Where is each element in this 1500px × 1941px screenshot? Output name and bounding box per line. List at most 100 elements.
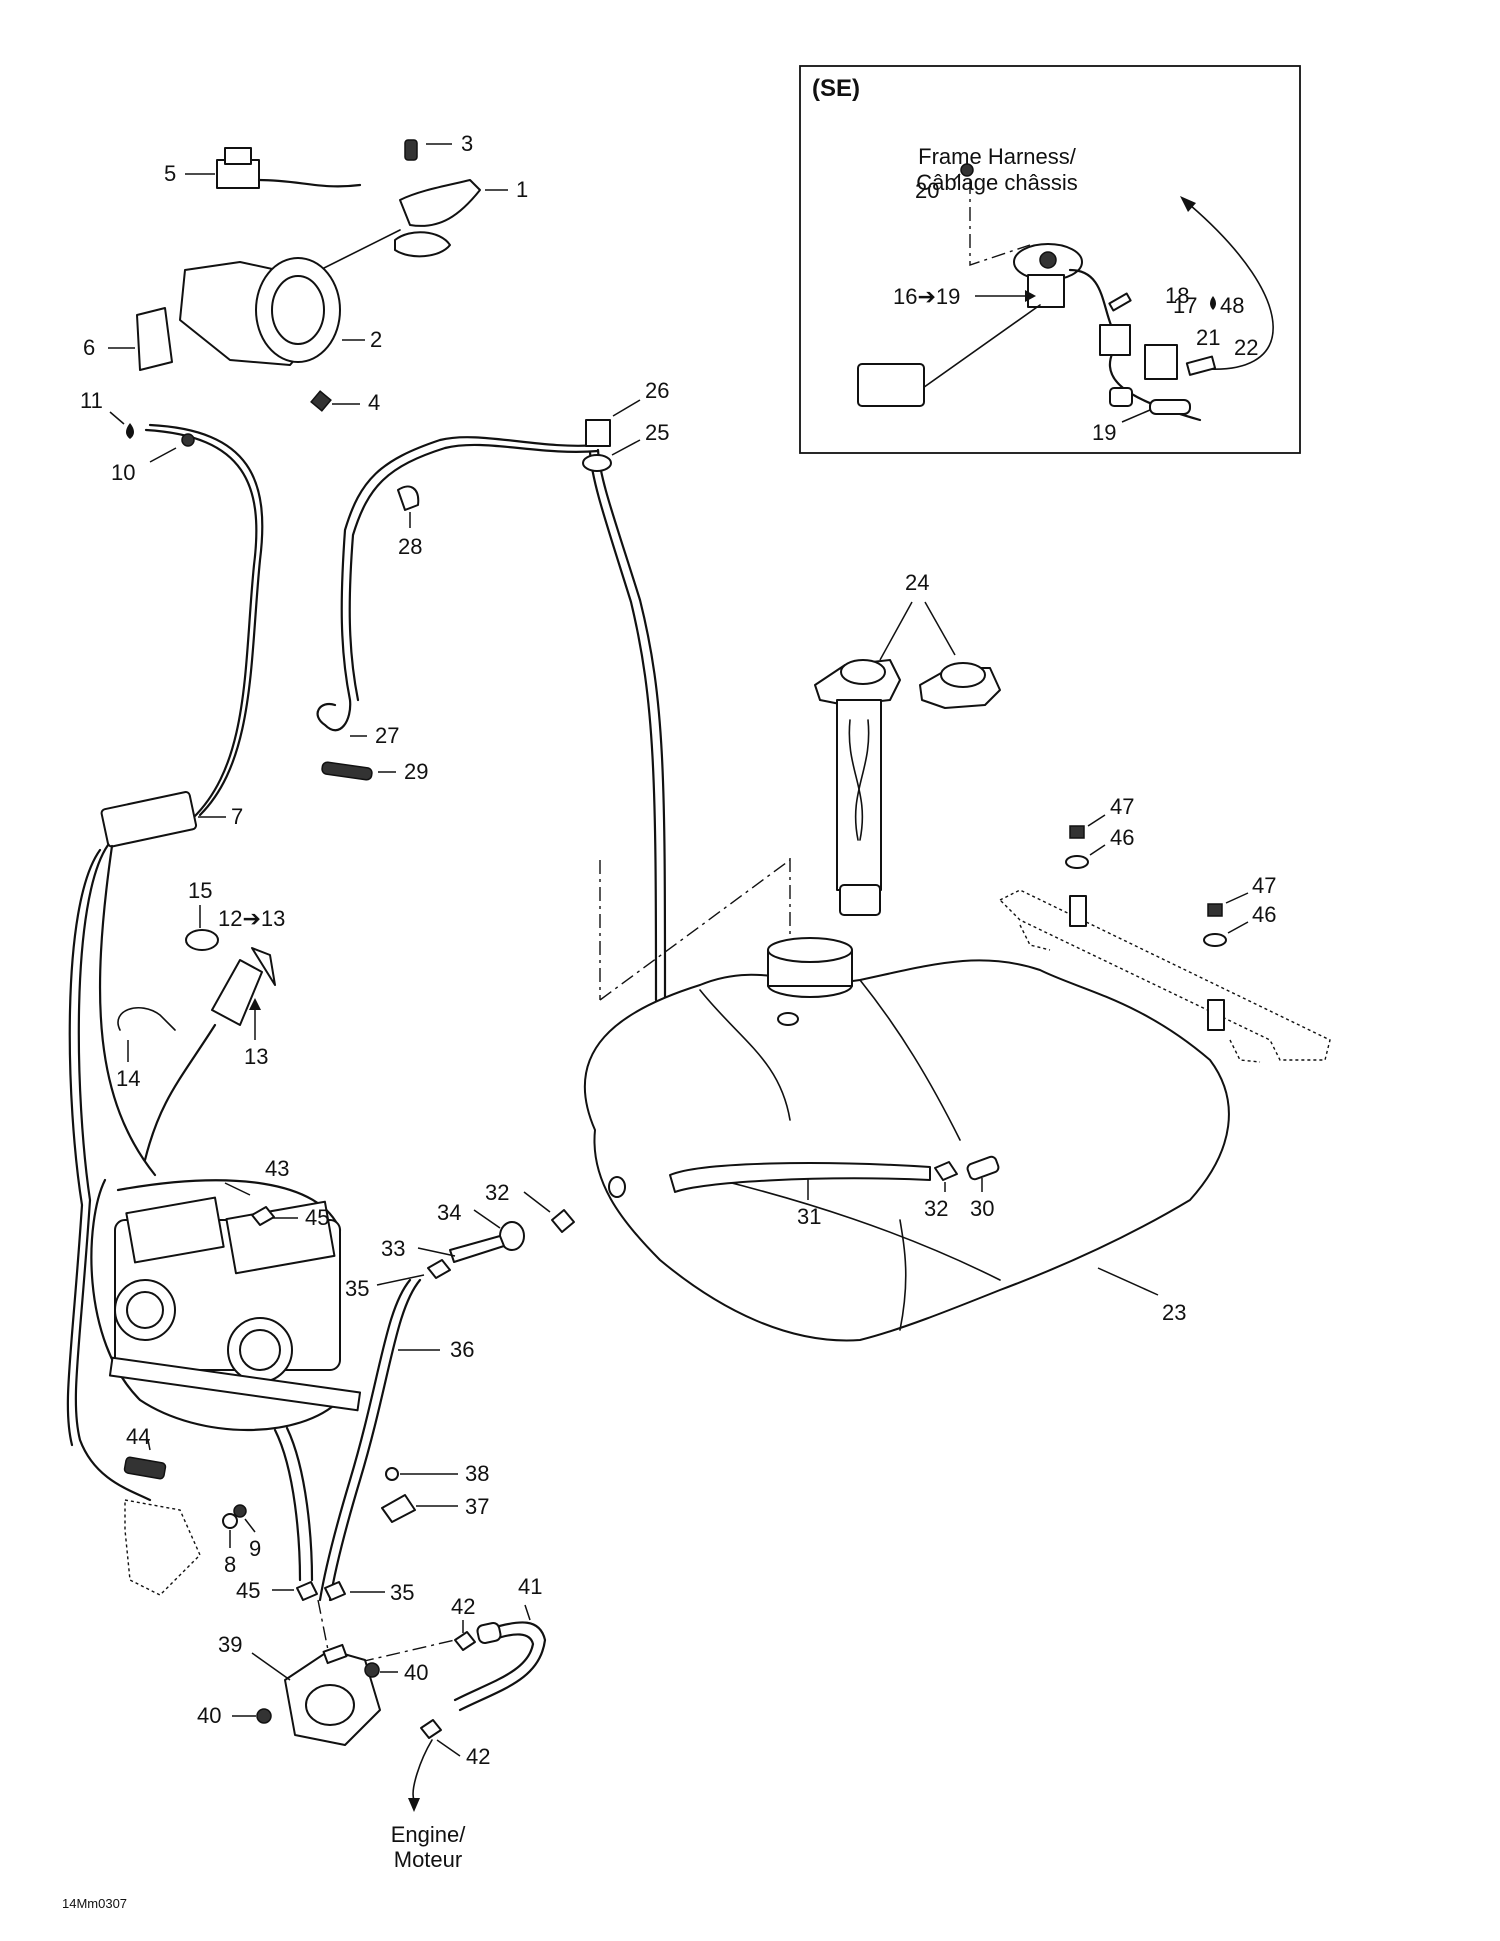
part-43-label: 43 [265, 1156, 289, 1181]
part-42-label-bottom: 42 [466, 1744, 490, 1769]
part-47-label-right: 47 [1252, 873, 1276, 898]
part-45-clamp-bottom [296, 1581, 318, 1601]
part-27-label: 27 [375, 723, 399, 748]
inset-centerline [969, 180, 1031, 266]
frame-harness-label-fr: Câblage châssis [916, 170, 1077, 195]
carburetor-assembly: 43 45 [90, 1156, 362, 1432]
part-33-label: 33 [381, 1236, 405, 1261]
part-19-grommet [1109, 387, 1133, 407]
fuel-cap-group: 24 [814, 570, 1001, 916]
bracket-group: 47 46 47 46 [998, 794, 1331, 1063]
part-35-clamp-top [427, 1259, 451, 1279]
part-26-fitting [585, 419, 611, 447]
part-21-connector [1144, 344, 1178, 380]
part-27-vent-tube [316, 436, 600, 732]
part-32-label-tank: 32 [924, 1196, 948, 1221]
engine-arrow-icon [408, 1798, 420, 1812]
part-4-screw [310, 390, 332, 412]
fuel-tank-group: 31 32 30 23 [583, 858, 1230, 1342]
fuel-sender-float [857, 363, 925, 407]
se-inset: (SE) Frame Harness/ Câblage châssis 20 1… [799, 65, 1301, 454]
part-38-washer [385, 1467, 399, 1481]
part-32-clamp-tank [934, 1161, 958, 1181]
part-33-fitting [449, 1235, 505, 1263]
part-48-label: 48 [1220, 293, 1244, 318]
part-20-nut [960, 163, 974, 177]
drawing-code: 14Mm0307 [62, 1896, 127, 1911]
part-35-label-top: 35 [345, 1276, 369, 1301]
part-6-label: 6 [83, 335, 95, 360]
pump-group: 44 8 9 [123, 1424, 314, 1596]
part-1-label: 1 [516, 177, 528, 202]
part-24-label: 24 [905, 570, 929, 595]
part-35-label-bottom: 35 [390, 1580, 414, 1605]
part-45-clamp [251, 1206, 275, 1226]
part-42-label-top: 42 [451, 1594, 475, 1619]
part-40-label-right: 40 [404, 1660, 428, 1685]
part-40-bolt-right [364, 1662, 380, 1678]
part-23-label: 23 [1162, 1300, 1186, 1325]
part-13-switch [211, 959, 263, 1026]
part-31-pickup-tube [669, 1162, 931, 1193]
part-15-label: 15 [188, 878, 212, 903]
part-34-label: 34 [437, 1200, 461, 1225]
part-11-drop-icon [126, 423, 134, 439]
part-32-clamp [551, 1209, 575, 1233]
fuel-gauge-tube [836, 699, 882, 891]
part-48-drop-icon [1210, 296, 1216, 310]
part-3-label: 3 [461, 131, 473, 156]
engine-label-fr: Moteur [394, 1847, 462, 1872]
part-7-junction-block [100, 791, 198, 848]
part-3-screw [404, 139, 418, 161]
part-41-label: 41 [518, 1574, 542, 1599]
inset-frame [799, 65, 1301, 454]
part-9-nut [233, 1504, 247, 1518]
part-25-grommet [582, 454, 612, 472]
part-22-terminal [1185, 355, 1217, 376]
frame-harness-label-en: Frame Harness/ [918, 144, 1077, 169]
part-45-label-top: 45 [305, 1205, 329, 1230]
sensor-group: 15 12➔13 13 14 [116, 878, 285, 1162]
part-5-label: 5 [164, 161, 176, 186]
part-25-label: 25 [645, 420, 669, 445]
throttle-cable: 11 10 7 [66, 388, 264, 1502]
part-37-label: 37 [465, 1494, 489, 1519]
part-36-label: 36 [450, 1337, 474, 1362]
part-9-label: 9 [249, 1536, 261, 1561]
part-39-label: 39 [218, 1632, 242, 1657]
part-47-label-left: 47 [1110, 794, 1134, 819]
part-2-label: 2 [370, 327, 382, 352]
fuel-line-group: 32 34 33 35 36 38 37 45 35 [236, 1180, 575, 1605]
part-47-nut-left [1069, 825, 1085, 839]
part-1-throttle-lever [399, 179, 481, 227]
part-6-cover [136, 307, 173, 371]
part-47-nut-right [1207, 903, 1223, 917]
part-46-label-right: 46 [1252, 902, 1276, 927]
part-12-13-label: 12➔13 [218, 906, 285, 931]
throttle-assembly: 5 3 1 2 4 6 [83, 131, 528, 415]
part-35-clamp-bottom [324, 1581, 346, 1601]
harness-arrow [1189, 204, 1274, 370]
part-11-label: 11 [80, 388, 103, 413]
fuel-pump-group: 39 40 40 42 41 42 Engine/ Moteur [197, 1574, 547, 1872]
part-28-label: 28 [398, 534, 422, 559]
part-46-washer-right [1203, 933, 1227, 947]
part-42-clamp-top [454, 1631, 476, 1651]
part-13-label: 13 [244, 1044, 268, 1069]
part-17-label: 17 [1173, 293, 1197, 318]
part-14-label: 14 [116, 1066, 140, 1091]
part-30-fitting [966, 1155, 1000, 1181]
part-44-label: 44 [126, 1424, 150, 1449]
part-46-washer-left [1065, 855, 1089, 869]
part-29-spring [321, 761, 373, 781]
part-44-spring [123, 1456, 167, 1480]
part-37-clip [381, 1494, 416, 1523]
part-23-fuel-tank [583, 959, 1230, 1342]
vent-tube-group: 26 25 28 27 29 [316, 378, 669, 1002]
part-7-label: 7 [231, 804, 243, 829]
part-32-label-left: 32 [485, 1180, 509, 1205]
part-38-label: 38 [465, 1461, 489, 1486]
part-28-clip [397, 485, 420, 511]
engine-label-en: Engine/ [391, 1822, 467, 1847]
